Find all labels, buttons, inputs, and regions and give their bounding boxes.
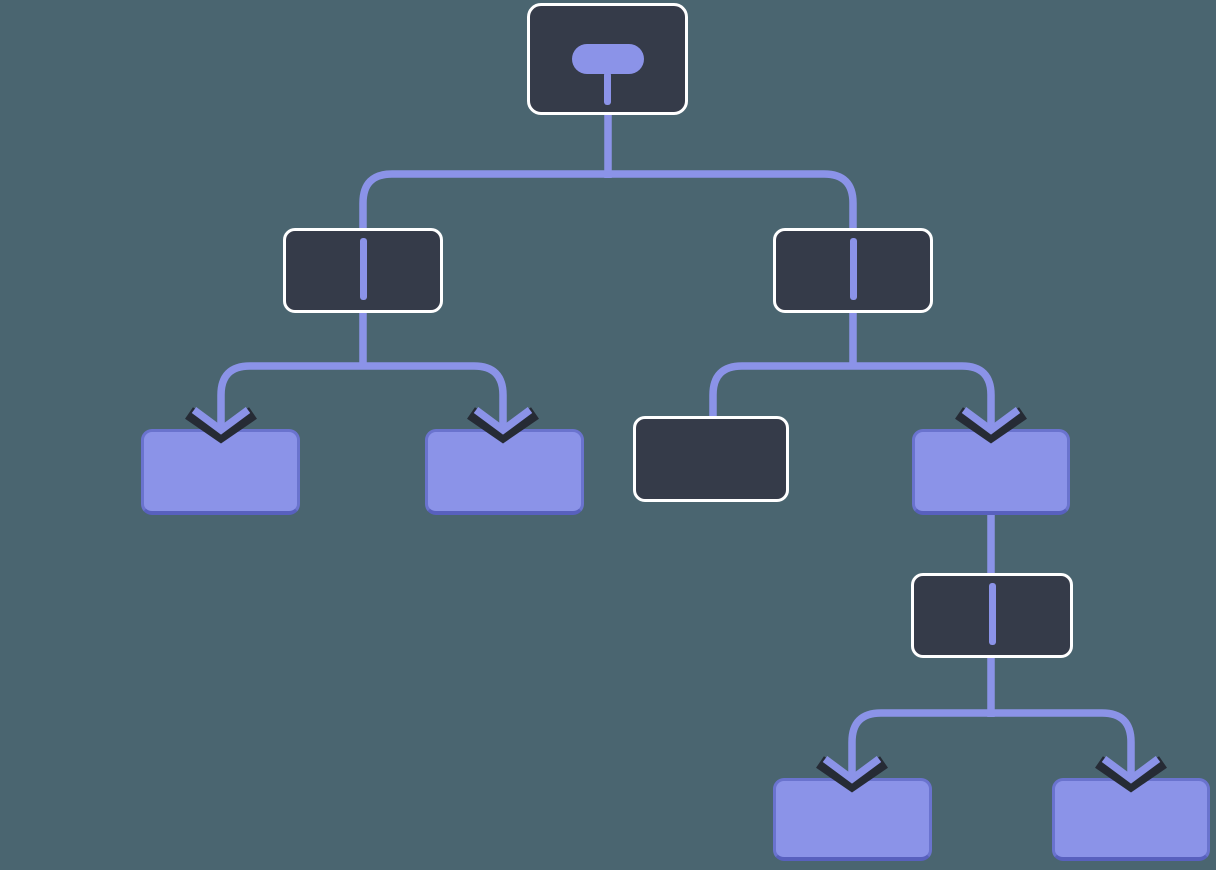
node-leaf-left-2[interactable]	[425, 429, 584, 515]
node-branch-right[interactable]	[773, 228, 933, 313]
node-leaf-bottom-left[interactable]	[773, 778, 932, 861]
pill-stem-icon	[604, 72, 611, 105]
node-child-purple[interactable]	[912, 429, 1070, 515]
node-root[interactable]	[527, 3, 688, 115]
vertical-line-icon	[988, 583, 996, 645]
node-leaf-bottom-right[interactable]	[1052, 778, 1210, 861]
node-branch-bottom[interactable]	[911, 573, 1073, 658]
vertical-line-icon	[359, 238, 367, 300]
node-leaf-left-1[interactable]	[141, 429, 300, 515]
pill-icon	[571, 44, 644, 74]
node-child-dark[interactable]	[633, 416, 789, 502]
vertical-line-icon	[849, 238, 857, 300]
node-branch-left[interactable]	[283, 228, 443, 313]
